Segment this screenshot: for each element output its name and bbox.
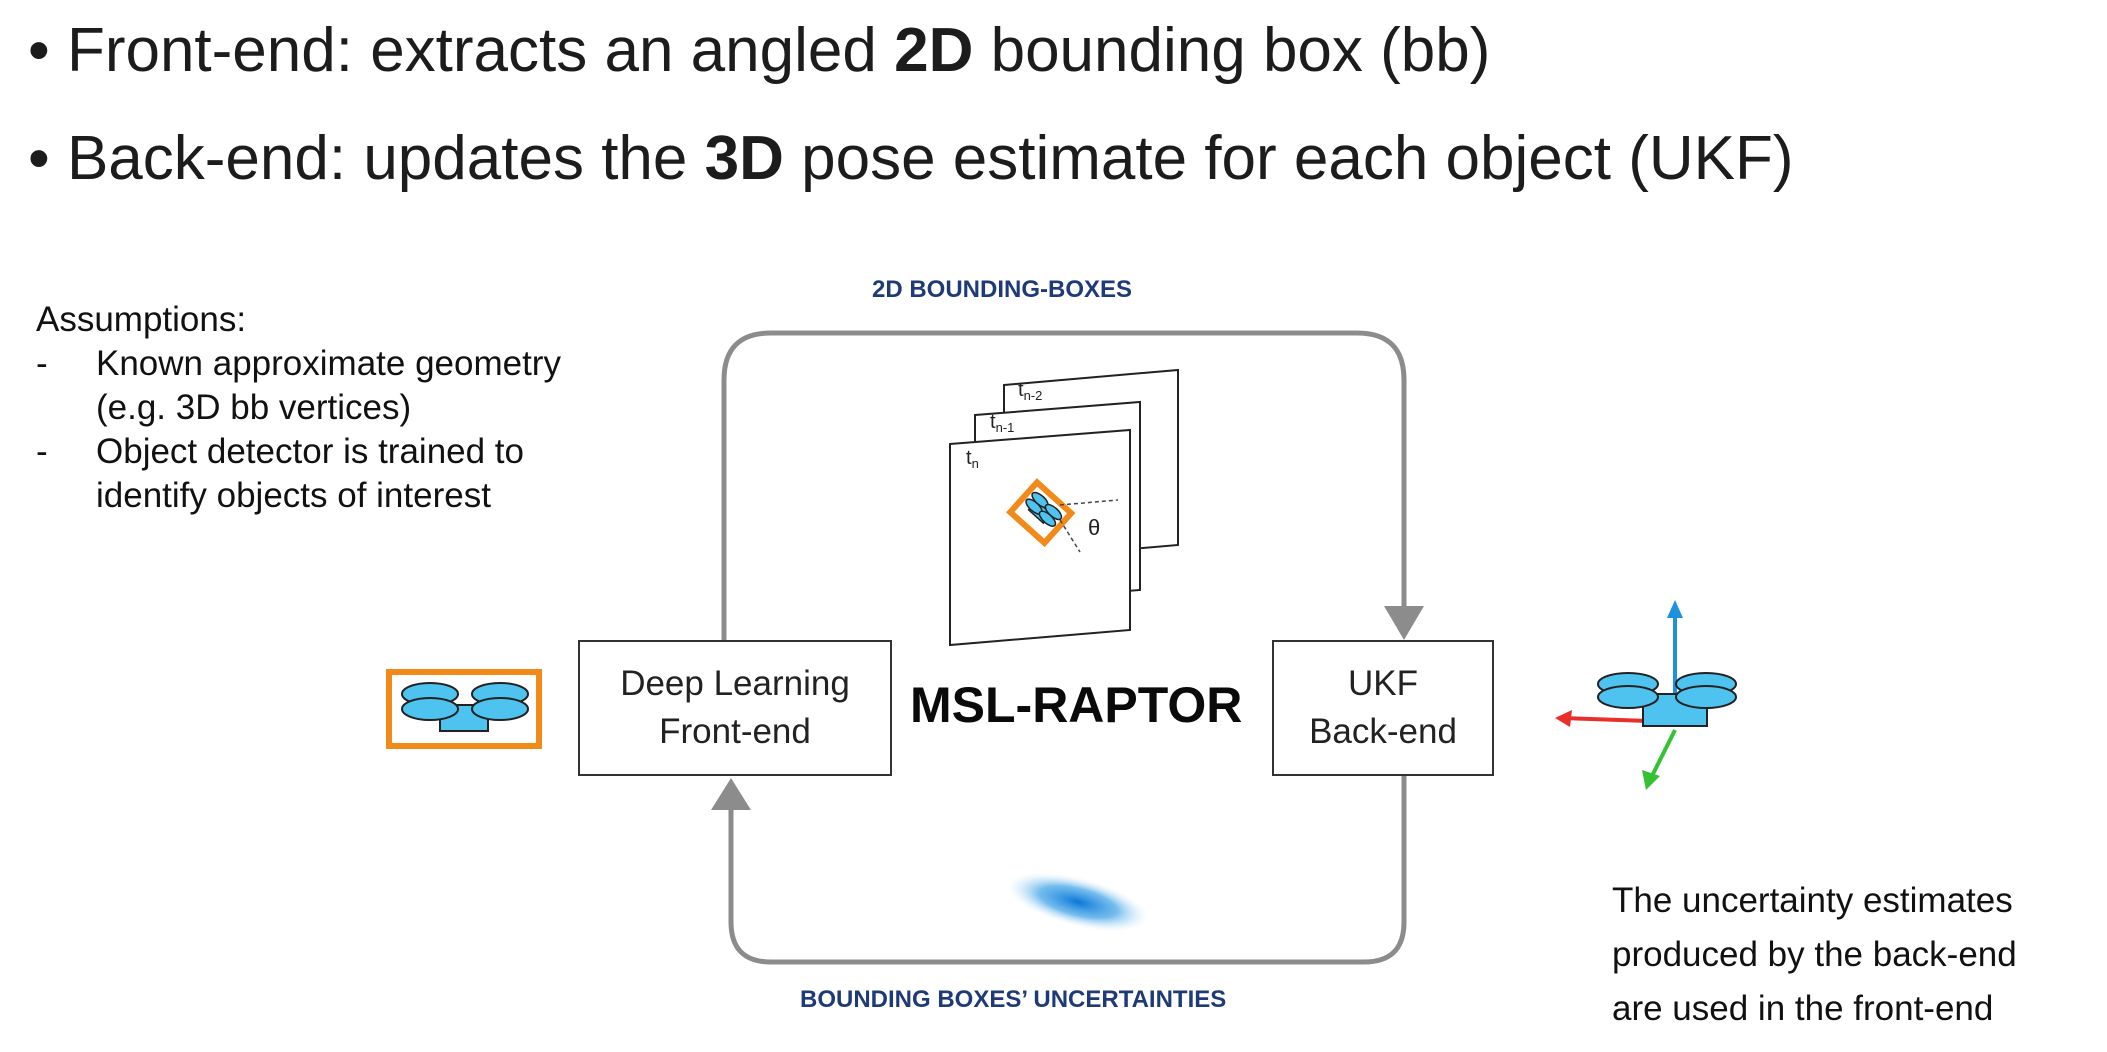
- bullet-front-end: • Front-end: extracts an angled 2D bound…: [28, 16, 1491, 85]
- arrow-head-up: [711, 778, 751, 810]
- loop-top-path: [721, 330, 1407, 640]
- uncertainty-note: The uncertainty estimates produced by th…: [1612, 881, 2017, 1028]
- top-flow-label: 2D BOUNDING-BOXES: [872, 276, 1133, 303]
- bullet-text: Front-end: extracts an angled: [66, 16, 895, 85]
- frame-stack: [949, 368, 1179, 647]
- arrow-head-down: [1384, 606, 1424, 640]
- frame-label-n-1: tn-1: [990, 411, 1014, 435]
- bullet-back-end: • Back-end: updates the 3D pose estimate…: [28, 124, 1794, 193]
- bullet-text: bounding box (bb): [973, 16, 1491, 85]
- assumptions-list: Assumptions: - Known approximate geometr…: [36, 300, 561, 515]
- uncertainty-ellipse: [1007, 872, 1149, 932]
- bold-term: 3D: [704, 124, 784, 193]
- loop-bottom-path: [728, 776, 1407, 965]
- assumption-item: - Known approximate geometry: [36, 344, 561, 383]
- back-end-box: UKF Back-end: [1272, 640, 1494, 776]
- bold-term: 2D: [894, 16, 974, 85]
- output-drone-pose: [1555, 600, 1737, 790]
- bullet-text: Back-end: updates the: [66, 124, 705, 193]
- input-drone-bbox: [386, 669, 542, 749]
- assumption-item: - Object detector is trained to: [36, 432, 524, 471]
- theta-label: θ: [1088, 515, 1100, 540]
- front-end-box: Deep Learning Front-end: [578, 640, 892, 776]
- bottom-flow-label: BOUNDING BOXES’ UNCERTAINTIES: [800, 986, 1227, 1013]
- bullet-text: pose estimate for each object (UKF): [783, 124, 1794, 193]
- frame-label-n: tn: [966, 447, 979, 471]
- frame-label-n-2: tn-2: [1018, 379, 1042, 403]
- assumptions-title: Assumptions:: [36, 300, 247, 339]
- center-title: MSL-RAPTOR: [910, 677, 1243, 733]
